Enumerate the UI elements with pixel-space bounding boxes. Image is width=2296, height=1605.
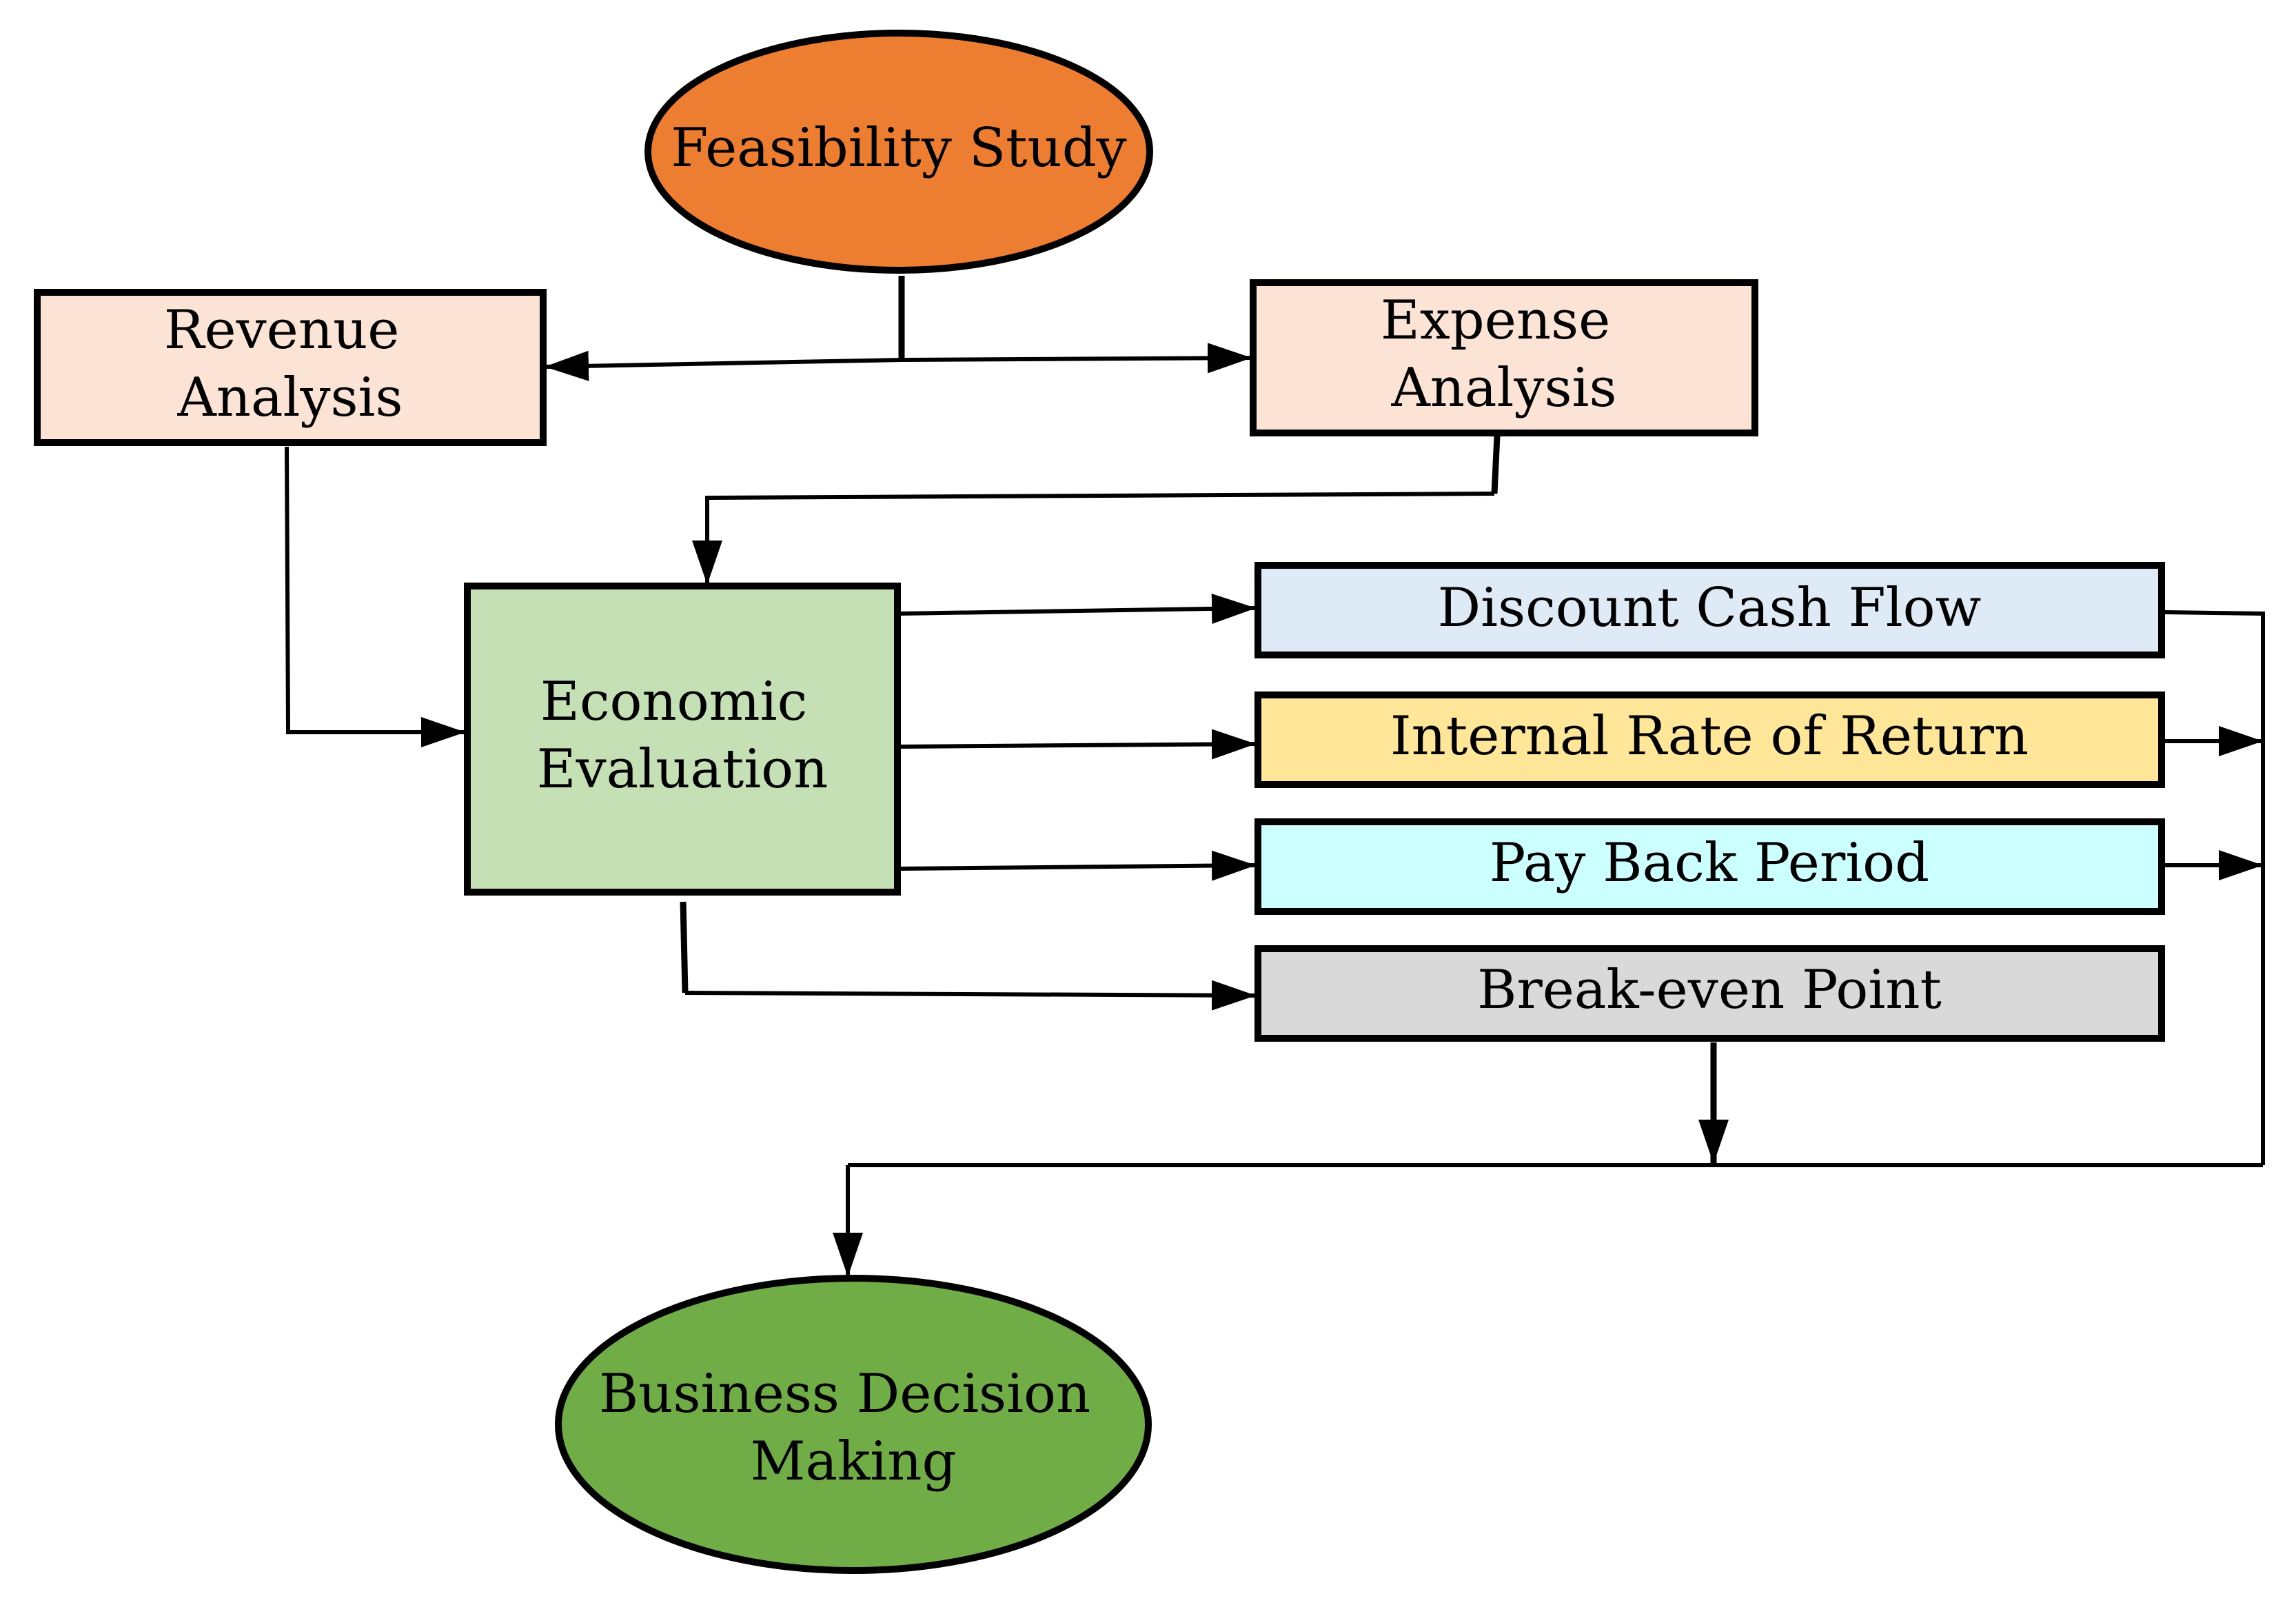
break-even-point-label: Break-even Point	[1477, 959, 1942, 1021]
connector-expense-stem	[1491, 435, 1501, 494]
expense-analysis-box	[1250, 279, 1758, 436]
pay-back-period-box	[1254, 818, 2165, 915]
arrow-expense-to-economic	[692, 492, 1495, 585]
arrow-economic-to-payback	[899, 850, 1257, 881]
feasibility-study-label: Feasibility Study	[671, 117, 1126, 179]
business-decision-making-label: Business Decision Making	[599, 1363, 1108, 1493]
discount-cash-flow-box	[1254, 562, 2165, 658]
pay-back-period-label: Pay Back Period	[1490, 832, 1929, 894]
node-internal-rate-of-return: Internal Rate of Return	[1254, 692, 2165, 788]
arrow-economic-to-breakeven	[684, 980, 1257, 1011]
node-economic-evaluation: Economic Evaluation	[464, 583, 901, 896]
connector-economic-stem	[680, 901, 689, 993]
business-decision-making-ellipse	[555, 1275, 1152, 1574]
node-break-even-point: Break-even Point	[1254, 945, 2165, 1042]
economic-evaluation-label: Economic Evaluation	[537, 671, 829, 800]
arrow-economic-to-discount	[899, 593, 1257, 624]
feasibility-study-ellipse	[644, 30, 1153, 274]
connectors	[285, 276, 2265, 1277]
node-discount-cash-flow: Discount Cash Flow	[1254, 562, 2165, 658]
node-expense-analysis: Expense Analysis	[1250, 279, 1758, 436]
expense-analysis-label: Expense Analysis	[1381, 290, 1627, 419]
revenue-analysis-label: Revenue Analysis	[164, 299, 417, 429]
internal-rate-of-return-label: Internal Rate of Return	[1390, 705, 2029, 767]
node-pay-back-period: Pay Back Period	[1254, 818, 2165, 915]
arrow-economic-to-irr	[899, 729, 1257, 760]
node-feasibility-study: Feasibility Study	[644, 30, 1153, 274]
economic-evaluation-box	[464, 583, 901, 896]
arrow-feasibility-to-expense	[901, 343, 1252, 374]
arrow-feasibility-to-revenue	[544, 350, 902, 381]
arrow-revenue-to-economic	[285, 446, 465, 747]
node-business-decision-making: Business Decision Making	[555, 1275, 1152, 1574]
break-even-point-box	[1254, 945, 2165, 1042]
revenue-analysis-box	[34, 289, 547, 446]
node-revenue-analysis: Revenue Analysis	[34, 289, 547, 446]
discount-cash-flow-label: Discount Cash Flow	[1438, 577, 1982, 639]
internal-rate-of-return-box	[1254, 692, 2165, 788]
connector-discount-to-collector	[2164, 610, 2265, 1165]
